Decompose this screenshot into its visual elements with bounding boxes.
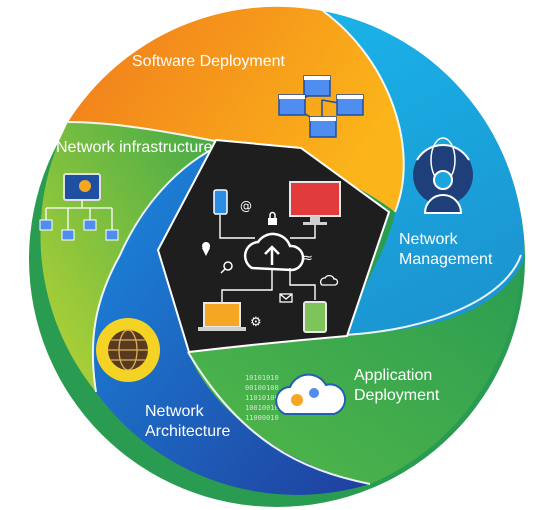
location-pin-icon	[202, 242, 211, 256]
network-computers-icon	[39, 173, 119, 241]
center-illustration: @ ≈ ⚙	[198, 181, 341, 333]
svg-text:11000010: 11000010	[245, 414, 279, 422]
cloud-gears-icon	[275, 373, 347, 415]
label-network-architecture: Network Architecture	[145, 402, 230, 442]
segment-dividers	[67, 10, 522, 485]
label-network-management-line2: Management	[399, 251, 493, 268]
cloud-upload-icon	[243, 232, 305, 272]
browser-windows-network-icon	[278, 75, 364, 138]
binary-code: 10101010 00100100 11010100 10010010 1100…	[245, 374, 279, 422]
label-network-infrastructure: Network infrastructure	[56, 139, 213, 156]
label-network-management: Network Management	[399, 230, 492, 270]
svg-text:10010010: 10010010	[245, 404, 279, 412]
label-application-deployment-line1: Application	[354, 367, 433, 384]
segment-network-architecture	[92, 143, 370, 495]
small-cloud-icon	[320, 274, 339, 286]
label-application-deployment: Application Deployment	[354, 366, 439, 406]
svg-text:10101010: 10101010	[245, 374, 279, 382]
laptop-icon	[198, 302, 246, 331]
tablet-icon	[303, 301, 327, 333]
globe-icon	[96, 318, 160, 382]
label-network-architecture-line1: Network	[145, 403, 204, 420]
at-sign-icon: @	[240, 199, 252, 213]
smartphone-icon	[213, 189, 228, 215]
label-software-deployment: Software Deployment	[132, 53, 285, 70]
segment-application-deployment	[188, 255, 522, 488]
wifi-icon: ≈	[302, 251, 313, 266]
svg-text:00100100: 00100100	[245, 384, 279, 392]
label-application-deployment-line2: Deployment	[354, 387, 440, 404]
padlock-icon	[268, 211, 277, 225]
desktop-monitor-icon	[289, 181, 341, 225]
envelope-icon	[279, 293, 293, 303]
label-network-management-line1: Network	[399, 231, 458, 248]
magnifier-icon	[220, 261, 233, 274]
global-user-icon	[413, 137, 473, 214]
svg-text:11010100: 11010100	[245, 394, 279, 402]
gears-icon: ⚙	[250, 315, 262, 330]
label-network-architecture-line2: Architecture	[145, 423, 231, 440]
